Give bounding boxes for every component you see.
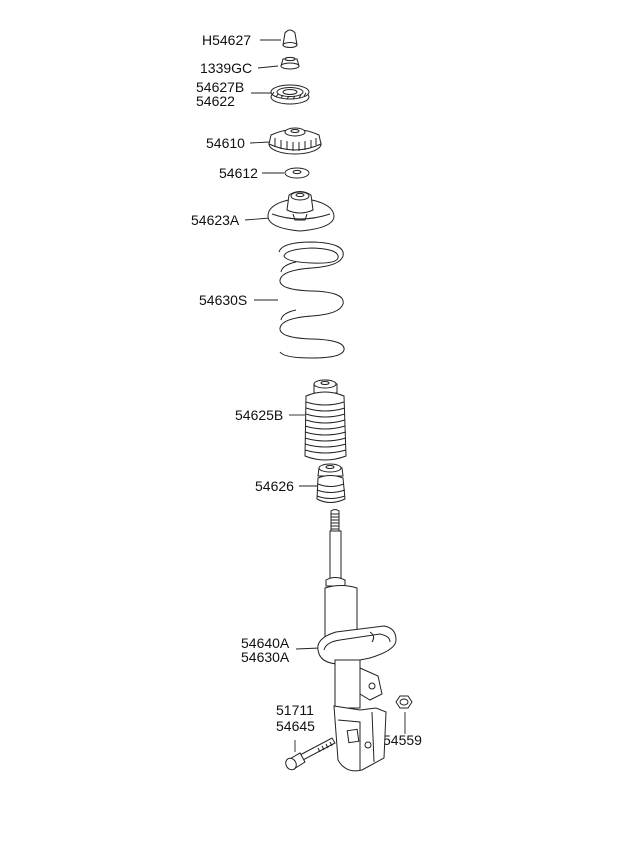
label-54627b[interactable]: 54627B — [196, 79, 244, 95]
nut-1339gc — [280, 56, 300, 70]
label-54559[interactable]: 54559 — [383, 732, 422, 748]
dust-cover-54625b — [304, 379, 347, 461]
insulator-54610 — [268, 127, 322, 155]
label-54610[interactable]: 54610 — [206, 135, 245, 151]
nut-54559 — [395, 695, 413, 709]
cap-h54627 — [282, 29, 298, 48]
bolt-54645 — [285, 737, 336, 771]
leader-lines — [244, 39, 406, 752]
coil-spring-54630s — [278, 241, 345, 359]
label-54630s[interactable]: 54630S — [199, 292, 247, 308]
label-54612[interactable]: 54612 — [219, 165, 258, 181]
label-1339gc[interactable]: 1339GC — [200, 60, 252, 76]
label-54645[interactable]: 54645 — [276, 718, 315, 734]
strut-54640a — [317, 509, 397, 772]
label-54626[interactable]: 54626 — [255, 478, 294, 494]
label-54622[interactable]: 54622 — [196, 93, 235, 109]
spring-seat-54623a — [267, 191, 335, 232]
washer-54612 — [284, 167, 310, 179]
bearing-54627b — [270, 84, 310, 105]
label-54630a[interactable]: 54630A — [241, 649, 290, 665]
bump-stopper-54626 — [316, 463, 346, 503]
label-h54627[interactable]: H54627 — [202, 32, 251, 48]
label-54623a[interactable]: 54623A — [191, 212, 240, 228]
label-54640a[interactable]: 54640A — [241, 635, 290, 651]
label-54625b[interactable]: 54625B — [235, 407, 283, 423]
label-51711[interactable]: 51711 — [276, 702, 314, 718]
